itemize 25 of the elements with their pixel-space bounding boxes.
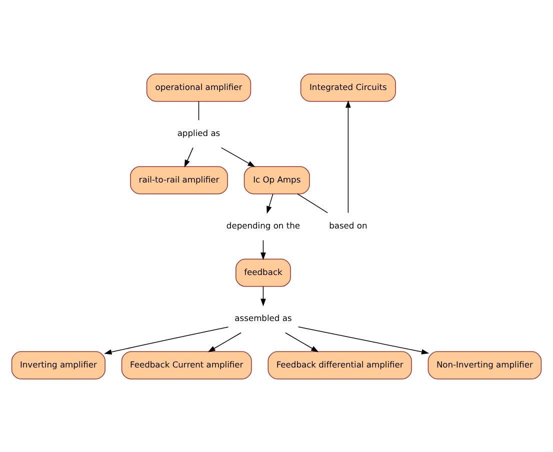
node-text: based on — [329, 220, 368, 230]
connector — [198, 100, 200, 120]
arrow — [184, 146, 194, 167]
connector — [297, 193, 328, 213]
node-box: Feedback Current amplifier — [121, 350, 252, 379]
node-text: depending on the — [226, 220, 300, 230]
arrow — [260, 286, 266, 306]
arrow — [220, 146, 256, 167]
node-box: operational amplifier — [146, 73, 252, 102]
arrow — [104, 326, 229, 354]
node-box: Non-Inverting amplifier — [428, 350, 542, 379]
node-box: Ic Op Amps — [244, 166, 310, 194]
arrow — [266, 193, 274, 214]
node-text: assembled as — [234, 312, 292, 323]
arrow — [285, 332, 319, 352]
node-box: Inverting amplifier — [11, 350, 106, 379]
arrow — [260, 239, 266, 260]
arrow — [346, 100, 351, 213]
node-box: feedback — [236, 258, 291, 286]
arrow — [298, 326, 430, 354]
node-box: Feedback differential amplifier — [268, 350, 412, 379]
node-text: applied as — [177, 128, 220, 138]
arrow — [208, 332, 242, 352]
node-box: rail-to-rail amplifier — [130, 166, 228, 194]
node-box: Integrated Circuits — [300, 73, 396, 102]
